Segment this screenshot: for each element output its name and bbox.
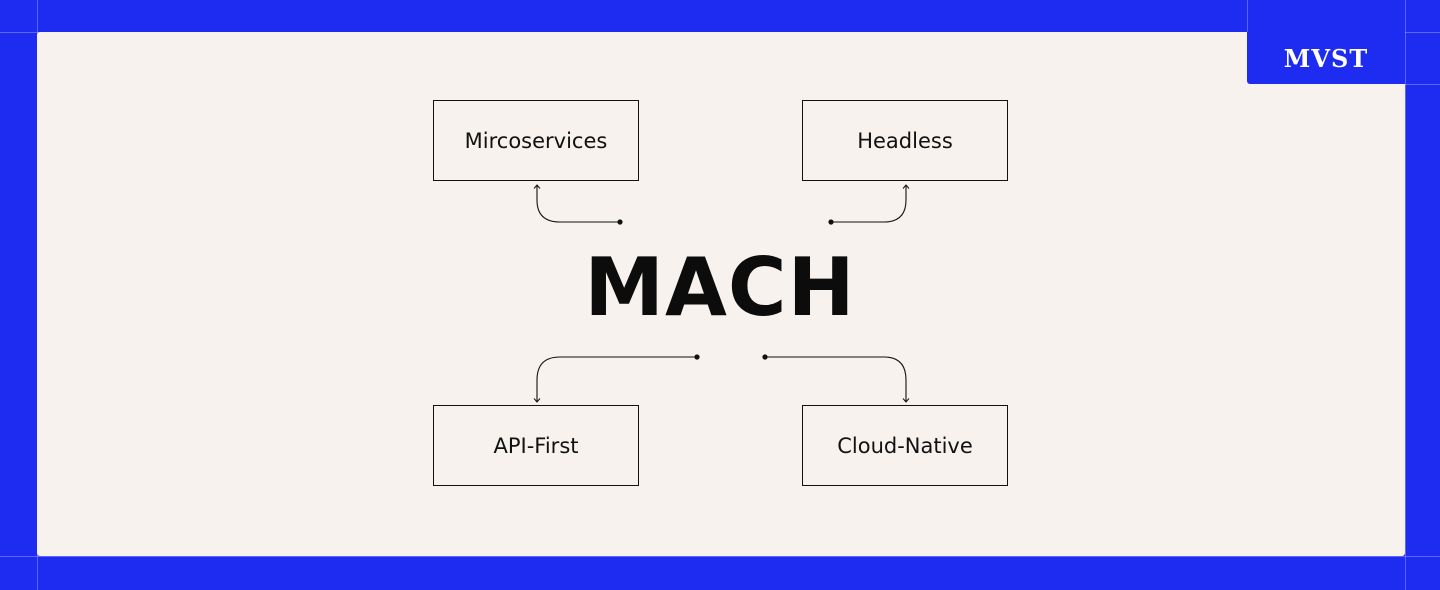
node-microservices-label: Mircoservices (464, 128, 608, 153)
node-cloud-native-label: Cloud-Native (837, 433, 973, 458)
grid-line-right (1405, 0, 1406, 590)
edge-start-dot (694, 354, 700, 360)
edge-to-api-first (533, 354, 700, 403)
grid-line-bottom (0, 556, 1440, 557)
node-cloud-native: Cloud-Native (802, 405, 1008, 486)
brand-logo: MVST (1247, 32, 1405, 84)
brand-logo-text: MVST (1283, 43, 1369, 73)
diagram-panel (37, 32, 1405, 556)
node-headless: Headless (802, 100, 1008, 181)
node-microservices: Mircoservices (433, 100, 639, 181)
node-api-first-label: API-First (493, 433, 579, 458)
edge-to-cloud-native (762, 354, 910, 403)
edge-start-dot (828, 219, 834, 225)
node-headless-label: Headless (857, 128, 953, 153)
edge-start-dot (762, 354, 768, 360)
edge-start-dot (617, 219, 623, 225)
node-api-first: API-First (433, 405, 639, 486)
center-label: MACH (584, 241, 856, 334)
edge-to-microservices (533, 184, 623, 225)
edge-to-headless (828, 184, 910, 225)
